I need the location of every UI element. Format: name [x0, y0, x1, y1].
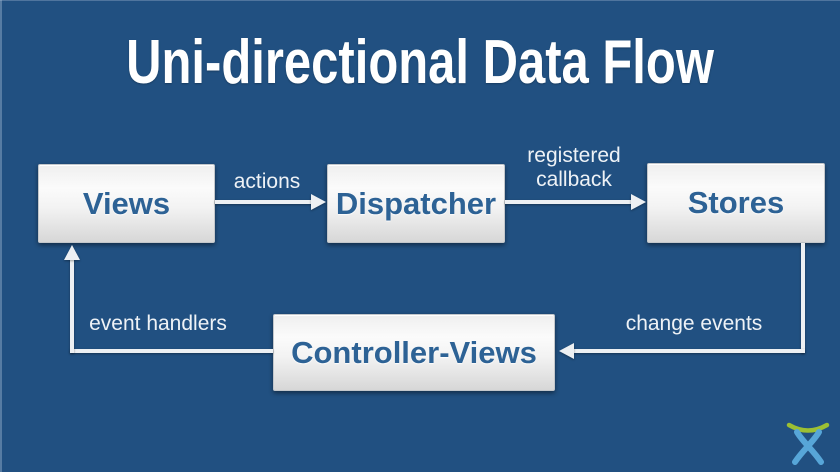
- edge-controllerviews-views-line-vertical: [70, 258, 74, 353]
- edge-controllerviews-views-arrowhead-icon: [64, 245, 80, 260]
- atlassian-charlie-icon: [786, 422, 830, 465]
- edge-stores-controllerviews-label: change events: [625, 312, 763, 335]
- node-dispatcher: Dispatcher: [327, 164, 505, 243]
- edge-controllerviews-views-label: event handlers: [89, 312, 227, 335]
- edge-views-dispatcher-label: actions: [233, 170, 301, 193]
- slide-title: Uni-directional Data Flow: [0, 27, 840, 98]
- node-dispatcher-label: Dispatcher: [335, 185, 497, 221]
- edge-views-dispatcher-arrowhead-icon: [311, 194, 326, 210]
- node-controller-views-label: Controller-Views: [291, 334, 537, 370]
- node-stores-label: Stores: [687, 185, 785, 220]
- edge-stores-controllerviews-arrowhead-icon: [559, 343, 574, 359]
- edge-stores-controllerviews-line-vertical: [801, 243, 805, 353]
- edge-dispatcher-stores-line: [505, 200, 632, 204]
- edge-views-dispatcher-line: [215, 200, 312, 204]
- edge-controllerviews-views-line-horizontal: [70, 349, 273, 353]
- node-stores: Stores: [647, 163, 825, 243]
- node-controller-views: Controller-Views: [273, 314, 555, 391]
- node-views: Views: [38, 164, 215, 243]
- edge-dispatcher-stores-arrowhead-icon: [631, 194, 646, 210]
- edge-dispatcher-stores-label: registered callback: [527, 144, 621, 192]
- node-views-label: Views: [82, 185, 171, 221]
- edge-stores-controllerviews-line-horizontal: [574, 349, 805, 353]
- slide-title-text: Uni-directional Data Flow: [126, 28, 714, 97]
